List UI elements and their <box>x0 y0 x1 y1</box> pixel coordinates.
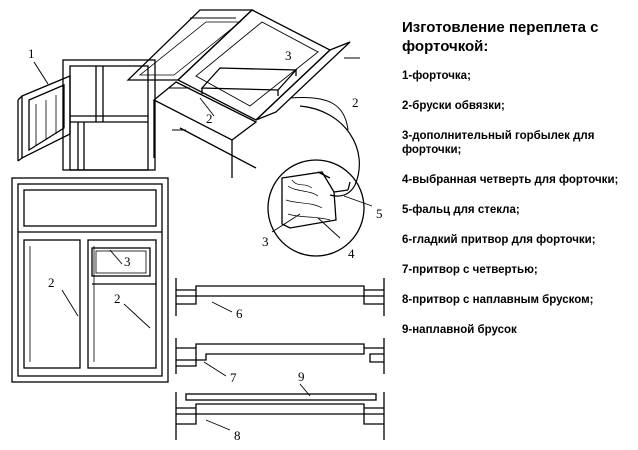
label-3-section: 3 <box>262 234 269 249</box>
window-sash-drawing: 1 2 2 3 3 <box>11 9 385 443</box>
legend-item-6: 6-гладкий притвор для форточки; <box>402 234 596 246</box>
legend-item-5: 5-фальц для стекла; <box>402 204 520 216</box>
legend-item-8: 8-притвор с наплавным бруском; <box>402 294 594 306</box>
open-fortochka-view: 1 <box>17 46 156 171</box>
label-2-left: 2 <box>48 275 55 290</box>
legend-caption: Изготовление переплета с форточкой: 1-фо… <box>402 10 634 353</box>
legend-item-2: 2-бруски обвязки; <box>402 100 505 112</box>
label-8: 8 <box>234 428 241 443</box>
label-7: 7 <box>230 370 237 385</box>
label-3-top: 3 <box>285 48 292 63</box>
legend-item-1: 1-форточка; <box>402 70 471 82</box>
label-6: 6 <box>236 306 243 321</box>
label-1: 1 <box>28 46 35 61</box>
label-9: 9 <box>298 369 305 384</box>
label-5: 5 <box>376 206 383 221</box>
legend-item-3: 3-дополнительный горбылек для форточки; <box>402 130 595 156</box>
section-detail: 3 4 5 <box>262 159 383 261</box>
label-2-top: 2 <box>206 111 213 126</box>
label-2-right: 2 <box>114 291 121 306</box>
profile-smooth-rebate: 6 <box>175 278 385 321</box>
legend-item-7: 7-притвор с четвертью; <box>402 264 538 276</box>
label-3-front: 3 <box>124 254 131 269</box>
legend-item-9: 9-наплавной брусок <box>402 324 517 336</box>
caption-title: Изготовление переплета с форточкой: <box>402 19 599 55</box>
profile-overlay-strip: 9 8 <box>175 369 385 443</box>
window-front-view: 2 2 3 <box>11 177 169 383</box>
label-2-top-right: 2 <box>352 95 359 110</box>
isometric-frame-view: 2 2 3 <box>126 9 360 178</box>
label-4: 4 <box>348 246 355 261</box>
legend-item-4: 4-выбранная четверть для форточки; <box>402 174 619 186</box>
profile-quarter-rebate: 7 <box>175 338 385 385</box>
